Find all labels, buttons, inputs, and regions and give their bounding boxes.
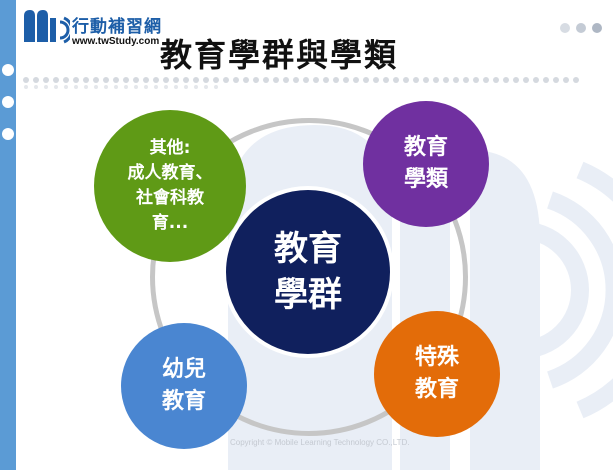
brand-name: 行動補習網 bbox=[72, 17, 162, 37]
corner-dots-decoration bbox=[560, 23, 602, 33]
node-center: 教育 學群 bbox=[222, 186, 394, 358]
strip-dot bbox=[2, 64, 14, 76]
left-accent-strip bbox=[0, 0, 16, 470]
dotted-divider bbox=[23, 77, 579, 89]
strip-dot bbox=[2, 128, 14, 140]
node-early-childhood-label: 幼兒 教育 bbox=[161, 357, 206, 414]
node-center-label: 教育 學群 bbox=[274, 229, 342, 315]
brand-url: www.twStudy.com bbox=[72, 36, 160, 47]
node-other-label: 其他: 成人教育、 社會科教 育... bbox=[127, 138, 213, 233]
node-early-childhood: 幼兒 教育 bbox=[121, 323, 247, 449]
node-special-label: 特殊 教育 bbox=[414, 345, 459, 402]
node-education: 教育 學類 bbox=[363, 101, 489, 227]
copyright-text: Copyright © Mobile Learning Technology C… bbox=[230, 438, 410, 447]
page-title: 教育學群與學類 bbox=[160, 36, 399, 74]
strip-dot bbox=[2, 96, 14, 108]
node-education-label: 教育 學類 bbox=[403, 135, 448, 192]
node-other: 其他: 成人教育、 社會科教 育... bbox=[94, 110, 246, 262]
node-special: 特殊 教育 bbox=[374, 311, 500, 437]
mt-logo-icon bbox=[24, 10, 70, 44]
connector-ring bbox=[150, 118, 468, 436]
